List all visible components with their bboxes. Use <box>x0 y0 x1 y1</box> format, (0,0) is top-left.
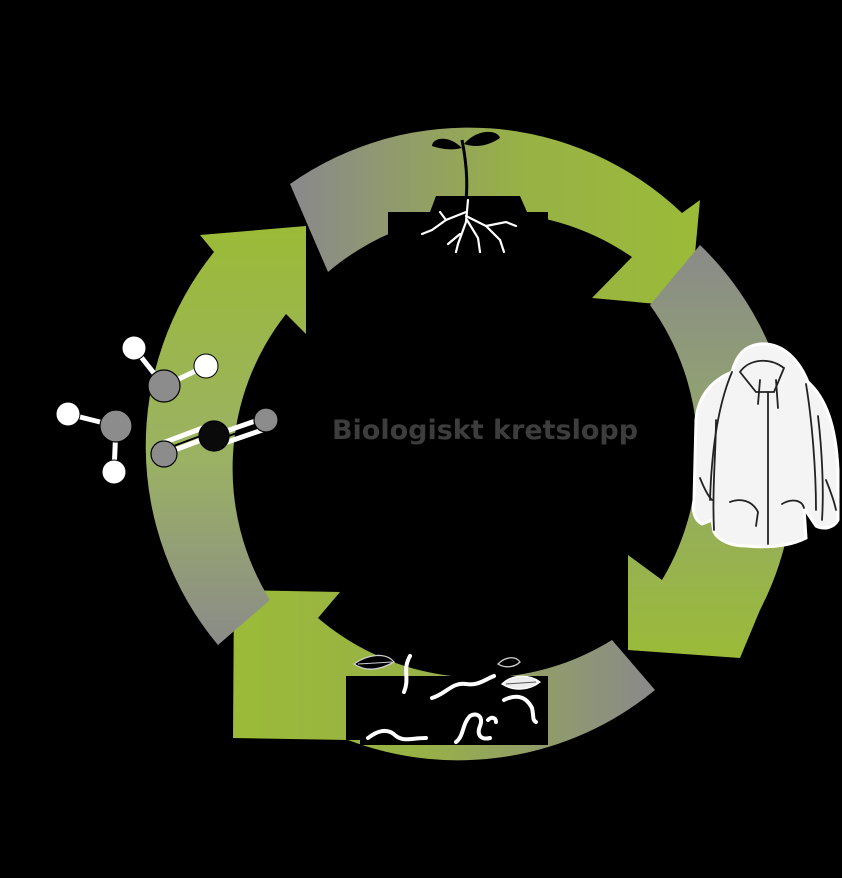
hoodie-jacket-icon <box>691 342 840 549</box>
arrow-segment-top <box>290 127 700 308</box>
seedling-roots-icon <box>388 131 548 254</box>
diagram-title: Biologiskt kretslopp <box>331 415 639 446</box>
molecule-icon <box>55 335 279 485</box>
arrow-segment-bottom <box>233 590 655 761</box>
worms-leaves-soil-icon <box>346 654 548 745</box>
